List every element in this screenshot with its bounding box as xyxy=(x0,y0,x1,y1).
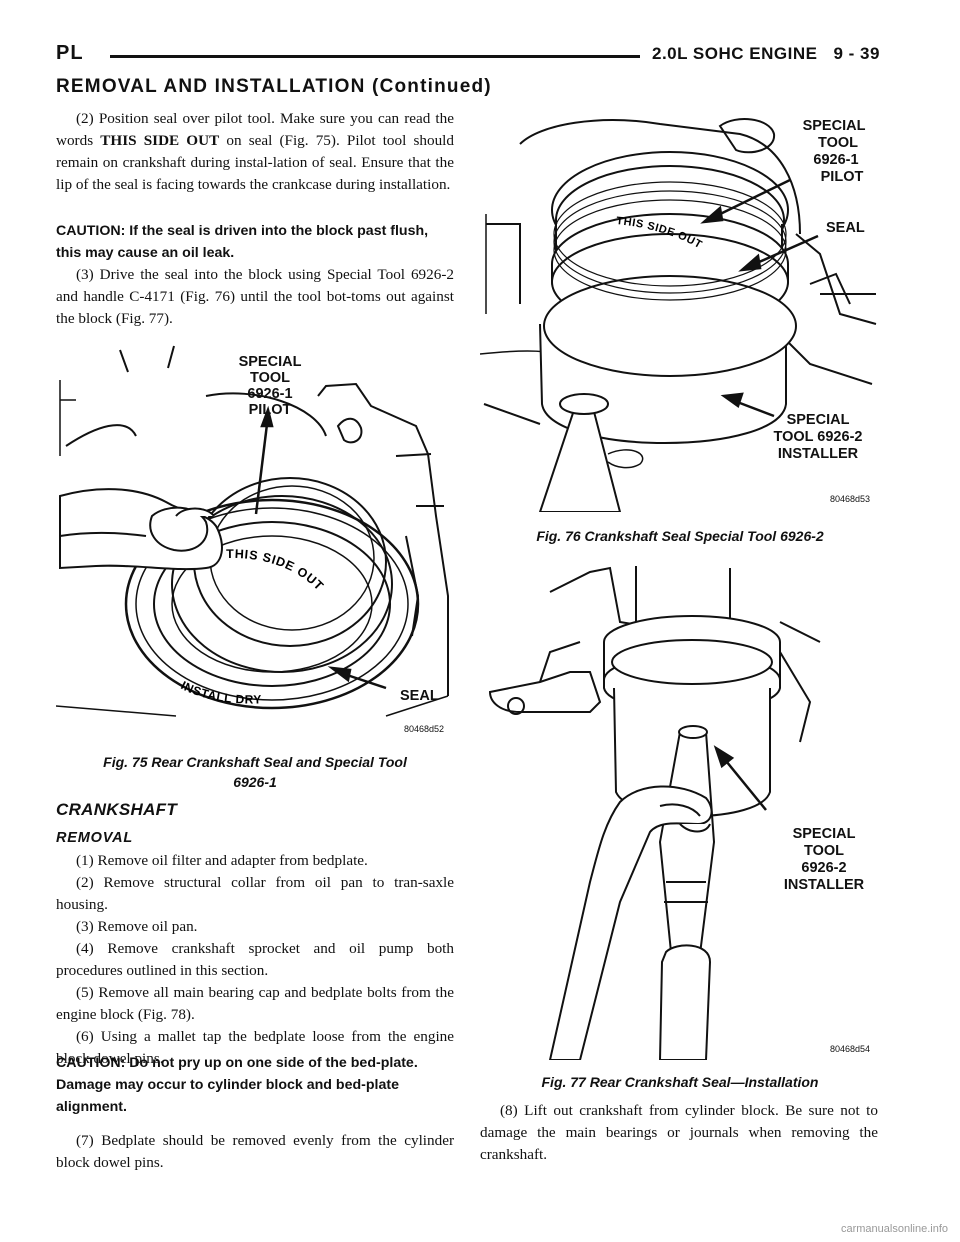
paragraph-step-8: (8) Lift out crankshaft from cylinder bl… xyxy=(480,1100,878,1166)
fig75-caption-line2: 6926-1 xyxy=(233,774,277,790)
header-title: 2.0L SOHC ENGINE 9 - 39 xyxy=(652,44,880,64)
fig77-label-1: SPECIAL xyxy=(793,826,856,842)
section-title: REMOVAL AND INSTALLATION (Continued) xyxy=(56,76,492,97)
watermark: carmanualsonline.info xyxy=(840,1223,948,1235)
figure-77: SPECIAL TOOL 6926-2 INSTALLER 80468d54 xyxy=(480,562,880,1061)
figure-77-illustration: SPECIAL TOOL 6926-2 INSTALLER 80468d54 xyxy=(488,566,870,1061)
removal-step-4: (4) Remove crankshaft sprocket and oil p… xyxy=(56,940,454,979)
fig77-label-3: 6926-2 xyxy=(801,860,846,876)
para8-text: (8) Lift out crankshaft from cylinder bl… xyxy=(480,1102,878,1163)
removal-step-6: (6) Using a mallet tap the bedplate loos… xyxy=(56,1028,454,1067)
fig76-pilot-label-3: 6926-1 xyxy=(813,152,858,168)
para2-text: (3) Drive the seal into the block using … xyxy=(56,266,454,327)
heading-removal: REMOVAL xyxy=(56,830,134,846)
fig75-install-dry: INSTALL DRY xyxy=(179,678,263,706)
figure-77-caption: Fig. 77 Rear Crankshaft Seal—Installatio… xyxy=(541,1074,819,1090)
para1-part-a: (2) Position seal over pilot tool. Make … xyxy=(56,110,454,149)
header-rule xyxy=(110,55,640,58)
fig75-label-tool-1: SPECIAL xyxy=(239,354,302,370)
figure-76-illustration: THIS SIDE OUT SPECIAL TOOL 6926-1 PILOT … xyxy=(479,118,877,513)
fig75-this-side-out: THIS SIDE OUT xyxy=(226,547,326,594)
figure-75: THIS SIDE OUT INSTALL DRY SPECIAL TOOL 6… xyxy=(55,336,454,740)
fig76-pilot-label-1: SPECIAL xyxy=(803,118,866,134)
figure-75-caption: Fig. 75 Rear Crankshaft Seal and Special… xyxy=(56,752,454,792)
paragraph-step-2: (2) Position seal over pilot tool. Make … xyxy=(56,108,454,196)
removal-steps: (1) Remove oil filter and adapter from b… xyxy=(56,850,454,1070)
fig76-inst-label-2: TOOL 6926-2 xyxy=(774,429,863,445)
caution-bedplate: CAUTION: Do not pry up on one side of th… xyxy=(56,1055,418,1115)
heading-crankshaft: CRANKSHAFT xyxy=(56,800,178,819)
header-section-code: PL xyxy=(56,42,84,64)
fig77-label-2: TOOL xyxy=(804,843,844,859)
removal-step-3: (3) Remove oil pan. xyxy=(76,918,198,935)
paragraph-step-3: (3) Drive the seal into the block using … xyxy=(56,264,454,330)
fig75-label-tool-3: 6926-1 xyxy=(247,386,292,402)
fig75-code: 80468d52 xyxy=(404,724,444,734)
fig76-inst-label-3: INSTALLER xyxy=(778,446,859,462)
fig76-code: 80468d53 xyxy=(830,494,870,504)
paragraph-step-7: (7) Bedplate should be removed evenly fr… xyxy=(56,1130,454,1174)
figure-75-illustration: THIS SIDE OUT INSTALL DRY SPECIAL TOOL 6… xyxy=(55,345,449,734)
fig76-pilot-label-2: TOOL xyxy=(818,135,858,151)
para1-part-b: on seal (Fig. 75). Pilot tool should rem… xyxy=(56,132,454,193)
removal-step-5: (5) Remove all main bearing cap and bedp… xyxy=(56,984,454,1023)
removal-step-1: (1) Remove oil filter and adapter from b… xyxy=(76,852,368,869)
removal-step-2: (2) Remove structural collar from oil pa… xyxy=(56,874,454,913)
caution-seal-flush: CAUTION: If the seal is driven into the … xyxy=(56,223,429,261)
fig75-label-tool-2: TOOL xyxy=(250,370,290,386)
fig77-label-4: INSTALLER xyxy=(784,877,865,893)
header-engine-title: 2.0L SOHC ENGINE xyxy=(652,44,818,63)
fig76-seal-label: SEAL xyxy=(826,220,865,236)
fig75-caption-line1: Fig. 75 Rear Crankshaft Seal and Special… xyxy=(103,754,407,770)
fig76-inst-label-1: SPECIAL xyxy=(787,412,850,428)
para7-text: (7) Bedplate should be removed evenly fr… xyxy=(56,1132,454,1171)
figure-76-caption: Fig. 76 Crankshaft Seal Special Tool 692… xyxy=(536,528,824,544)
header-page-number: 9 - 39 xyxy=(833,44,880,63)
figure-76: THIS SIDE OUT SPECIAL TOOL 6926-1 PILOT … xyxy=(479,104,880,513)
fig77-code: 80468d54 xyxy=(830,1044,870,1054)
fig75-label-tool-4: PILOT xyxy=(249,402,292,418)
fig75-label-seal: SEAL xyxy=(400,688,439,704)
fig76-pilot-label-4: PILOT xyxy=(821,169,864,185)
para1-bold: THIS SIDE OUT xyxy=(100,132,220,149)
